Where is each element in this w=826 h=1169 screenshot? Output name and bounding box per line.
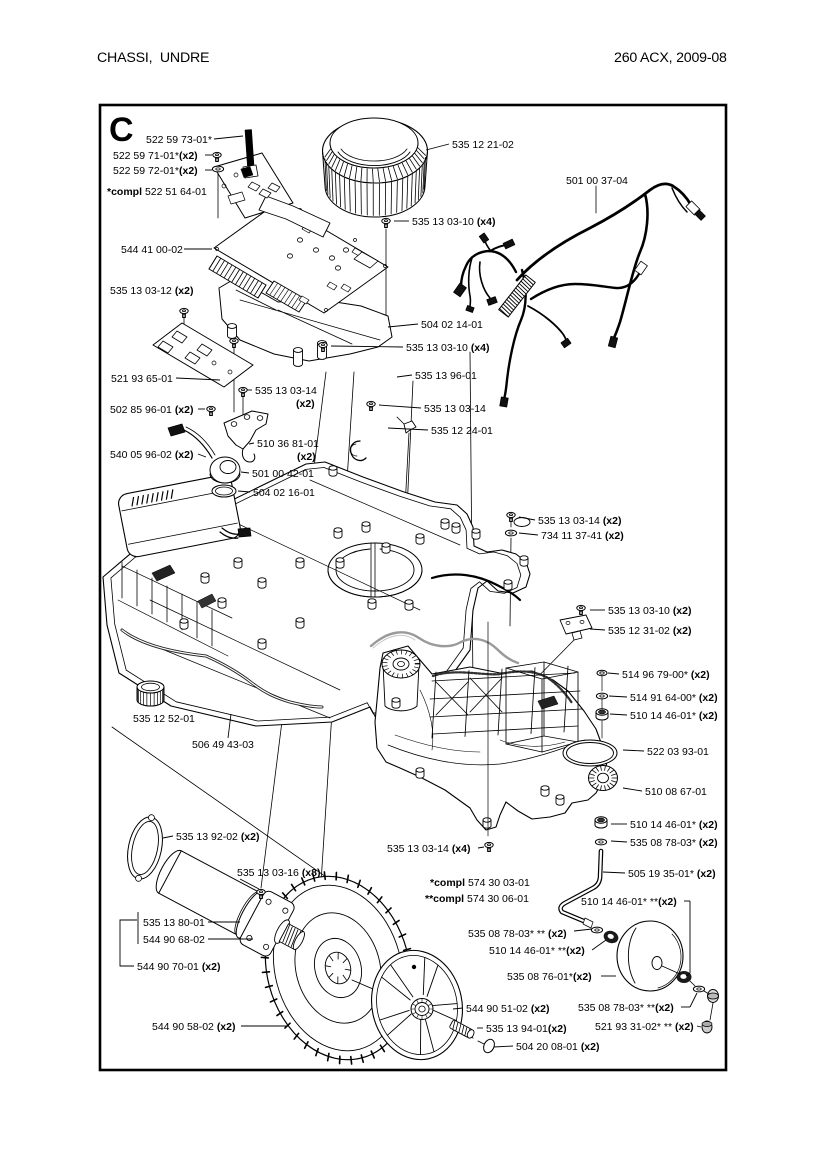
svg-text:535 13 03-16 (x8): 535 13 03-16 (x8) <box>237 867 321 879</box>
svg-text:544 90 70-01 (x2): 544 90 70-01 (x2) <box>137 961 221 973</box>
svg-text:510 14 46-01* (x2): 510 14 46-01* (x2) <box>630 819 718 831</box>
svg-text:535 08 78-03* ** (x2): 535 08 78-03* ** (x2) <box>468 928 567 940</box>
svg-text:734 11 37-41 (x2): 734 11 37-41 (x2) <box>541 530 624 542</box>
svg-text:*compl 574 30 03-01: *compl 574 30 03-01 <box>430 877 530 889</box>
svg-text:535 13 94-01(x2): 535 13 94-01(x2) <box>486 1023 567 1035</box>
svg-text:502 85 96-01 (x2): 502 85 96-01 (x2) <box>110 404 194 416</box>
svg-text:522 59 72-01*(x2): 522 59 72-01*(x2) <box>113 165 198 177</box>
svg-text:535 08 78-03* (x2): 535 08 78-03* (x2) <box>630 837 718 849</box>
svg-text:544 41 00-02: 544 41 00-02 <box>121 244 183 256</box>
svg-text:535 13 03-10 (x2): 535 13 03-10 (x2) <box>608 605 692 617</box>
svg-text:260 ACX, 2009-08: 260 ACX, 2009-08 <box>614 50 727 66</box>
svg-text:522 03 93-01: 522 03 93-01 <box>647 746 709 758</box>
svg-text:540 05 96-02 (x2): 540 05 96-02 (x2) <box>110 449 194 461</box>
svg-text:535 13 03-12 (x2): 535 13 03-12 (x2) <box>110 285 194 297</box>
svg-text:(x2): (x2) <box>296 398 315 410</box>
svg-text:514 91 64-00* (x2): 514 91 64-00* (x2) <box>630 692 718 704</box>
svg-text:510 36 81-01: 510 36 81-01 <box>257 438 319 450</box>
svg-text:521 93 65-01: 521 93 65-01 <box>111 373 173 385</box>
svg-text:510 14 46-01* **(x2): 510 14 46-01* **(x2) <box>581 896 677 908</box>
svg-text:522 59 71-01*(x2): 522 59 71-01*(x2) <box>113 150 198 162</box>
svg-text:535 12 24-01: 535 12 24-01 <box>431 425 493 437</box>
svg-text:501 00 37-04: 501 00 37-04 <box>566 175 628 187</box>
svg-text:535 13 03-14 (x4): 535 13 03-14 (x4) <box>387 843 471 855</box>
svg-text:535 12 52-01: 535 12 52-01 <box>133 713 195 725</box>
svg-text:*compl 522 51 64-01: *compl 522 51 64-01 <box>107 186 207 198</box>
svg-text:535 13 03-14: 535 13 03-14 <box>255 385 317 397</box>
svg-text:504 20 08-01 (x2): 504 20 08-01 (x2) <box>516 1041 600 1053</box>
svg-text:535 13 96-01: 535 13 96-01 <box>415 370 477 382</box>
svg-text:535 13 03-14 (x2): 535 13 03-14 (x2) <box>538 515 622 527</box>
svg-text:522 59 73-01*: 522 59 73-01* <box>146 134 212 146</box>
svg-text:504 02 14-01: 504 02 14-01 <box>421 319 483 331</box>
svg-text:535 12 31-02 (x2): 535 12 31-02 (x2) <box>608 625 692 637</box>
svg-text:544 90 58-02 (x2): 544 90 58-02 (x2) <box>152 1021 236 1033</box>
svg-text:(x2): (x2) <box>297 451 316 463</box>
svg-text:535 08 76-01*(x2): 535 08 76-01*(x2) <box>507 971 592 983</box>
svg-text:535 13 03-14: 535 13 03-14 <box>424 403 486 415</box>
svg-text:521 93 31-02* ** (x2): 521 93 31-02* ** (x2) <box>595 1021 694 1033</box>
svg-text:514 96 79-00* (x2): 514 96 79-00* (x2) <box>622 669 710 681</box>
svg-text:544 90 68-02: 544 90 68-02 <box>143 934 205 946</box>
svg-text:C: C <box>109 111 134 149</box>
svg-text:504 02 16-01: 504 02 16-01 <box>253 487 315 499</box>
svg-text:505 19 35-01* (x2): 505 19 35-01* (x2) <box>628 868 716 880</box>
svg-text:510 14 46-01* (x2): 510 14 46-01* (x2) <box>630 710 718 722</box>
svg-text:535 13 03-10 (x4): 535 13 03-10 (x4) <box>412 216 496 228</box>
svg-text:544 90 51-02 (x2): 544 90 51-02 (x2) <box>466 1003 550 1015</box>
svg-text:510 08 67-01: 510 08 67-01 <box>645 786 707 798</box>
svg-text:535 13 03-10 (x4): 535 13 03-10 (x4) <box>406 342 490 354</box>
svg-text:510 14 46-01* **(x2): 510 14 46-01* **(x2) <box>489 945 585 957</box>
svg-text:CHASSI, UNDRE: CHASSI, UNDRE <box>97 50 209 66</box>
svg-text:**compl 574 30 06-01: **compl 574 30 06-01 <box>425 893 529 905</box>
svg-text:535 13 80-01: 535 13 80-01 <box>143 917 205 929</box>
svg-text:535 13 92-02 (x2): 535 13 92-02 (x2) <box>176 831 260 843</box>
svg-text:501 00 42-01: 501 00 42-01 <box>252 468 314 480</box>
svg-text:506 49 43-03: 506 49 43-03 <box>192 739 254 751</box>
svg-text:535 08 78-03* **(x2): 535 08 78-03* **(x2) <box>578 1002 674 1014</box>
svg-text:535 12 21-02: 535 12 21-02 <box>452 139 514 151</box>
